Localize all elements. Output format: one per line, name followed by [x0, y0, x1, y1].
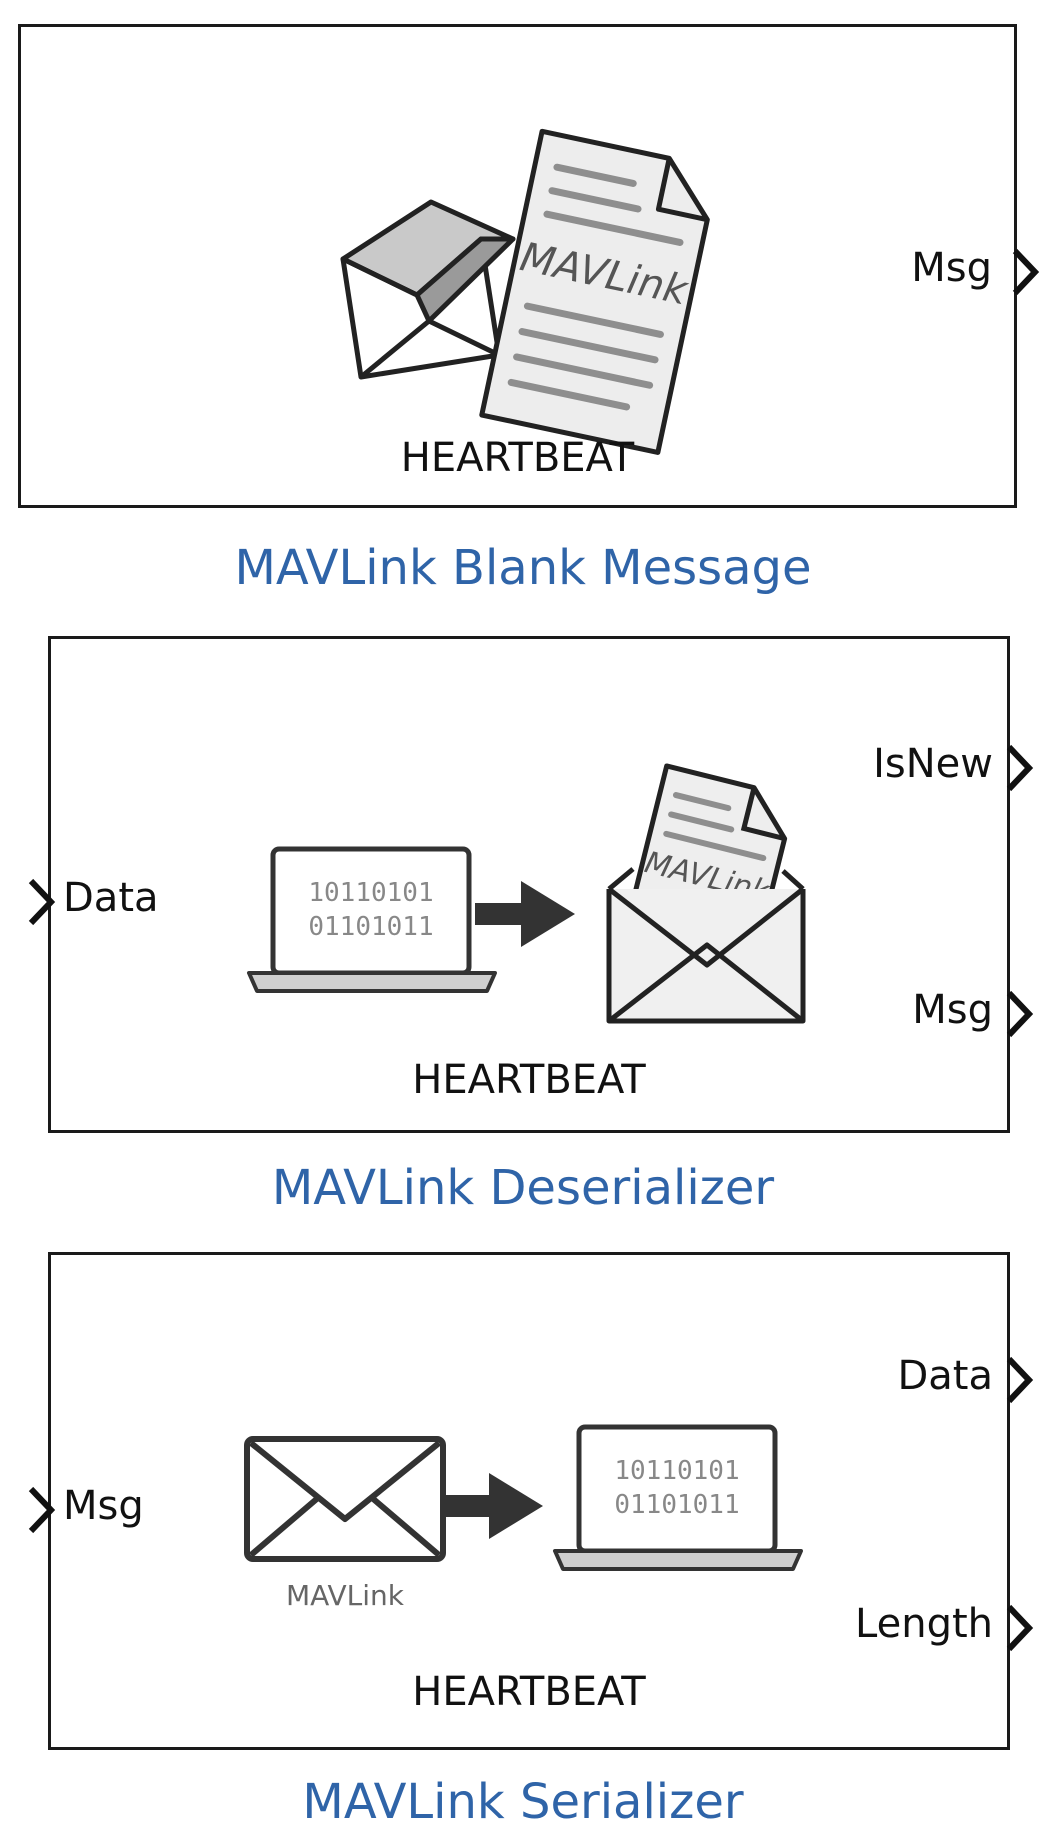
message-name: HEARTBEAT	[412, 1057, 646, 1103]
binary-line: 01101011	[308, 912, 433, 942]
laptop-icon: 10110101 01101011	[553, 1424, 803, 1571]
laptop-icon: 10110101 01101011	[247, 846, 497, 993]
output-port-label-data: Data	[897, 1353, 993, 1399]
output-port-icon[interactable]	[1003, 1355, 1037, 1405]
message-name: HEARTBEAT	[400, 435, 635, 481]
right-arrow-icon	[443, 1473, 543, 1539]
output-port-icon[interactable]	[1003, 743, 1037, 793]
output-port-label-length: Length	[855, 1601, 993, 1647]
document-icon: MAVLink	[479, 128, 710, 455]
input-port-label-msg: Msg	[63, 1483, 144, 1529]
envelope-and-mavlink-document-icon: MAVLink	[340, 128, 710, 455]
binary-line: 01101011	[614, 1490, 739, 1520]
input-port-icon[interactable]	[25, 1485, 59, 1535]
block-caption: MAVLink Deserializer	[271, 1160, 775, 1216]
input-port-icon[interactable]	[25, 877, 59, 927]
open-envelope-with-document-icon: MAVLink	[606, 763, 806, 1024]
blank-message-block[interactable]: MAVLink HEARTBEAT Msg	[18, 24, 1040, 508]
output-port-label-msg: Msg	[912, 987, 993, 1033]
output-port-label-msg: Msg	[911, 245, 992, 291]
block-caption: MAVLink Blank Message	[234, 540, 812, 596]
deserializer-block[interactable]: 10110101 01101011 MAVLink	[28, 636, 1034, 1133]
binary-line: 10110101	[308, 878, 433, 908]
output-port-icon[interactable]	[1003, 989, 1037, 1039]
serializer-block[interactable]: MAVLink 10110101 01101011 HEARTBEAT Msg …	[28, 1252, 1034, 1750]
envelope-mavlink-label: MAVLink	[286, 1579, 405, 1612]
output-port-icon[interactable]	[1009, 247, 1043, 297]
envelope-icon	[340, 199, 516, 380]
output-port-label-isnew: IsNew	[873, 741, 993, 787]
message-name: HEARTBEAT	[412, 1669, 646, 1715]
binary-line: 10110101	[614, 1456, 739, 1486]
block-caption: MAVLink Serializer	[302, 1774, 744, 1830]
closed-envelope-icon: MAVLink	[244, 1436, 446, 1612]
input-port-label-data: Data	[63, 875, 159, 921]
output-port-icon[interactable]	[1003, 1603, 1037, 1653]
right-arrow-icon	[475, 881, 575, 947]
